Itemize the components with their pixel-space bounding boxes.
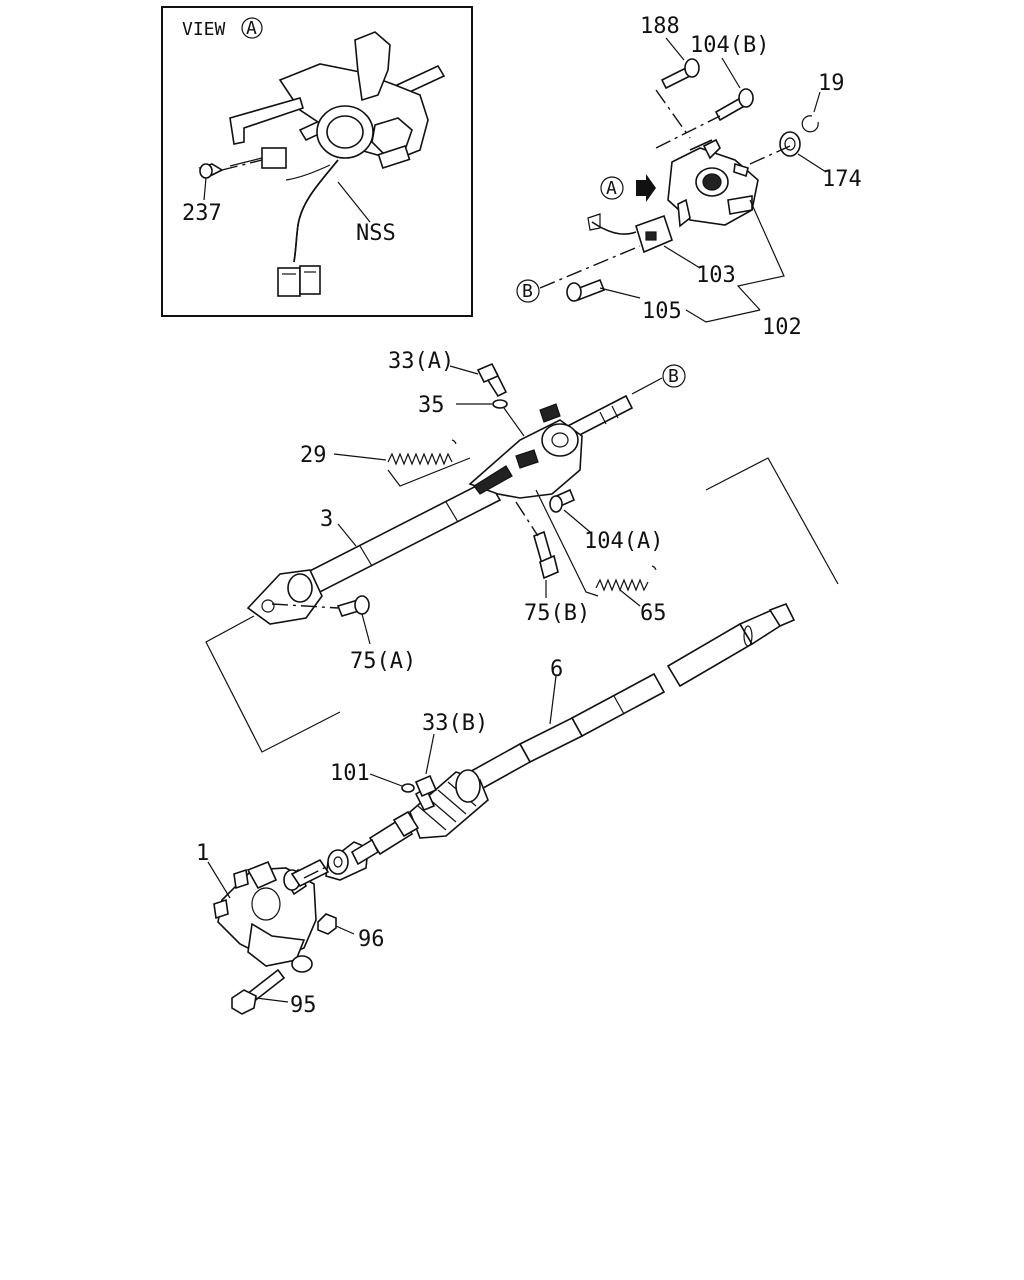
callout-nss: NSS xyxy=(356,221,396,246)
callout-95: 95 xyxy=(290,993,317,1018)
callout-237: 237 xyxy=(182,201,222,226)
steering-gear-1: 1 96 95 xyxy=(196,841,385,1018)
marker-b2-letter: B xyxy=(668,366,679,387)
marker-a-circle xyxy=(600,176,624,200)
callout-188: 188 xyxy=(640,14,680,39)
bolt-104a xyxy=(549,488,576,513)
callout-102: 102 xyxy=(762,315,802,340)
view-marker-circle xyxy=(241,17,263,39)
spring-65 xyxy=(595,565,657,592)
view-label: VIEW xyxy=(182,19,226,40)
spring-29 xyxy=(387,439,457,466)
ignition-switch-assembly-drawing xyxy=(198,31,446,297)
bolt-75b xyxy=(533,530,559,580)
switch-body-102 xyxy=(587,138,759,254)
marker-a-letter: A xyxy=(606,178,617,199)
callout-35: 35 xyxy=(418,393,445,418)
callout-101: 101 xyxy=(330,761,370,786)
view-direction-arrow xyxy=(636,174,656,202)
view-marker-letter: A xyxy=(246,18,257,39)
bolt-104b xyxy=(714,88,754,122)
key-switch-assembly: 188 104(B) 19 174 xyxy=(516,14,862,340)
callout-3: 3 xyxy=(320,507,333,532)
nut-96 xyxy=(317,913,337,935)
callout-1: 1 xyxy=(196,841,209,866)
bolt-33b xyxy=(414,774,438,812)
bolt-95 xyxy=(231,968,286,1015)
bolt-33a xyxy=(476,362,508,398)
shaft-6 xyxy=(325,602,796,881)
column-tube-3 xyxy=(246,394,634,625)
bolt-188 xyxy=(660,58,700,90)
callout-174: 174 xyxy=(822,167,862,192)
callout-65: 65 xyxy=(640,601,667,626)
marker-b2-circle xyxy=(662,364,686,388)
callout-29: 29 xyxy=(300,443,327,468)
callout-75a: 75(A) xyxy=(350,649,416,674)
upper-steering-column: B 33(A) xyxy=(205,349,839,753)
callout-96: 96 xyxy=(358,927,385,952)
callout-19: 19 xyxy=(818,71,845,96)
bolt-75a xyxy=(336,595,370,617)
marker-b-circle xyxy=(516,279,540,303)
marker-b-letter: B xyxy=(522,281,533,302)
bolt-105 xyxy=(566,278,606,302)
callout-33a: 33(A) xyxy=(388,349,454,374)
lower-intermediate-shaft: 6 33(B) 101 xyxy=(325,602,796,881)
callout-105: 105 xyxy=(642,299,682,324)
callout-6: 6 xyxy=(550,657,563,682)
view-a-inset: VIEW A xyxy=(161,6,473,317)
callout-75b: 75(B) xyxy=(524,601,590,626)
callout-104b: 104(B) xyxy=(690,33,769,58)
callout-33b: 33(B) xyxy=(422,711,488,736)
callout-103: 103 xyxy=(696,263,736,288)
callout-104a: 104(A) xyxy=(584,529,663,554)
